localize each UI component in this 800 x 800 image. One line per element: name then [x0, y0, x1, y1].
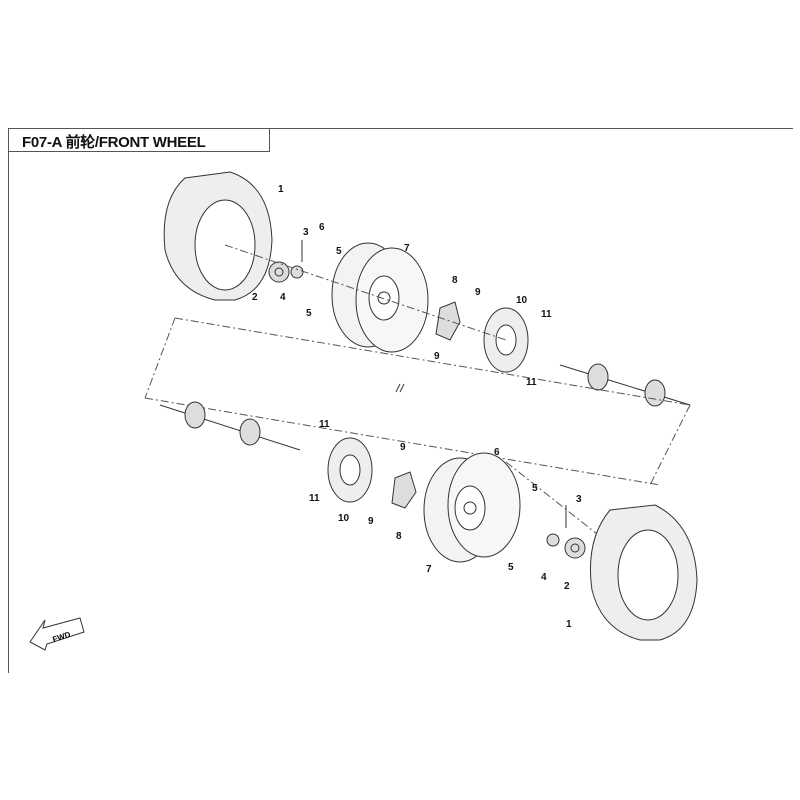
callout-upper-5: 5 [336, 246, 342, 257]
callout-lower-5: 5 [508, 562, 514, 573]
callout-upper-3: 3 [303, 227, 309, 238]
callout-upper-11: 11 [541, 309, 552, 320]
upper-tire [163, 171, 273, 301]
lower-hub-cap [546, 505, 586, 559]
callout-lower-11: 11 [319, 419, 330, 430]
lower-tire [589, 504, 698, 641]
upper-hub-flange [435, 301, 461, 341]
callout-upper-10: 10 [516, 295, 528, 306]
callout-upper-1: 1 [278, 184, 284, 195]
callout-lower-5: 5 [532, 483, 538, 494]
callout-lower-4: 4 [541, 572, 547, 583]
forward-direction-arrow-icon [29, 617, 85, 651]
lower-rim [423, 452, 521, 563]
drawing-frame [8, 128, 793, 673]
lower-hub-flange [391, 471, 417, 509]
callout-lower-1: 1 [566, 619, 572, 630]
callout-lower-2: 2 [564, 581, 570, 592]
callout-upper-11: 11 [526, 377, 537, 388]
upper-hub-cap [268, 240, 304, 283]
callout-upper-9: 9 [475, 287, 481, 298]
callout-lower-10: 10 [338, 513, 350, 524]
lower-drive-shaft [159, 401, 301, 451]
upper-drive-shaft [559, 363, 691, 407]
title-box [8, 128, 270, 152]
callout-lower-3: 3 [576, 494, 582, 505]
upper-brake-disc [483, 307, 529, 373]
callout-upper-6: 6 [319, 222, 325, 233]
callout-upper-8: 8 [452, 275, 458, 286]
page-title: F07-A 前轮/FRONT WHEEL [22, 134, 206, 151]
callout-lower-6: 6 [494, 447, 500, 458]
lower-brake-disc [327, 437, 373, 503]
callout-upper-9: 9 [434, 351, 440, 362]
callout-lower-8: 8 [396, 531, 402, 542]
callout-lower-11: 11 [309, 493, 320, 504]
callout-lower-9: 9 [400, 442, 406, 453]
callout-upper-7: 7 [404, 243, 410, 254]
part-callouts: 1 2 3 4 5 5 6 7 8 9 9 10 11 11 11 11 9 9 10 8 6 7 5 5 3 4 2 1 [252, 184, 582, 630]
upper-rim [331, 242, 429, 353]
callout-lower-9: 9 [368, 516, 374, 527]
callout-upper-4: 4 [280, 292, 286, 303]
callout-upper-5: 5 [306, 308, 312, 319]
callout-lower-7: 7 [426, 564, 432, 575]
callout-upper-2: 2 [252, 292, 258, 303]
